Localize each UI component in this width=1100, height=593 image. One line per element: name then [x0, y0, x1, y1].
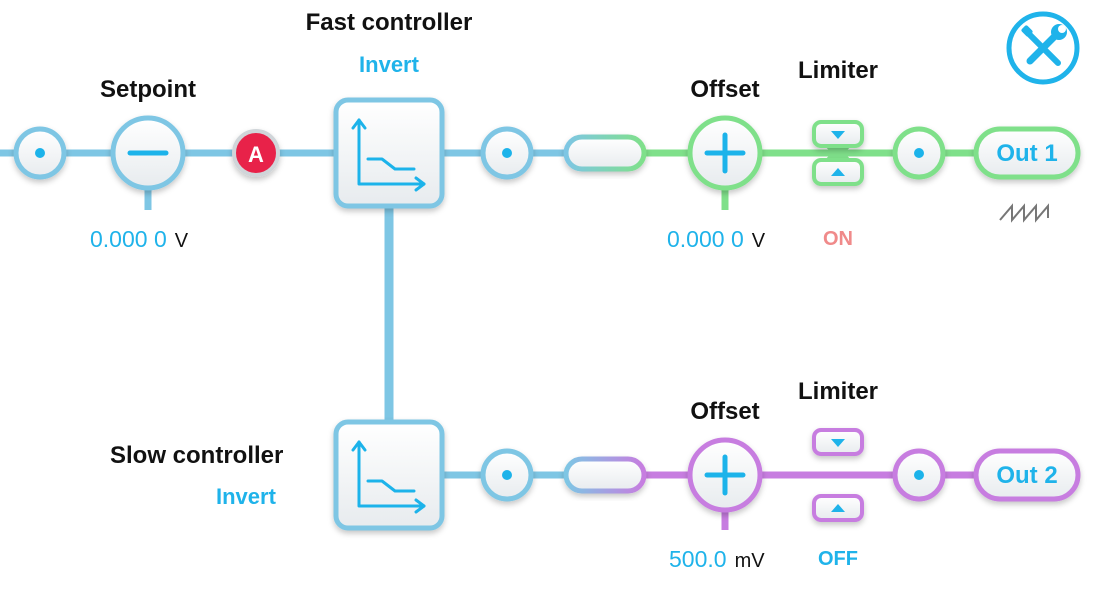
- setpoint-label: Setpoint: [100, 76, 196, 103]
- bottom-limiter-state[interactable]: OFF: [818, 548, 858, 570]
- bottom-offset-add-button[interactable]: [687, 437, 763, 513]
- setpoint-value-number: 0.000 0: [90, 226, 167, 252]
- top-offset-value[interactable]: 0.000 0 V: [667, 226, 766, 252]
- setpoint-subtract-button[interactable]: [110, 115, 186, 191]
- top-mixer-pill[interactable]: [563, 134, 647, 172]
- fast-controller-invert[interactable]: Invert: [359, 52, 419, 77]
- bottom-offset-label: Offset: [690, 398, 760, 425]
- tools-icon[interactable]: [1006, 11, 1080, 85]
- step-response-icon: [351, 118, 426, 192]
- bottom-offset-value[interactable]: 500.0 mV: [669, 546, 765, 572]
- marker-a-label: A: [248, 142, 264, 167]
- slow-controller-label: Slow controller: [110, 442, 284, 469]
- out2-label: Out 2: [996, 462, 1058, 489]
- top-offset-value-number: 0.000 0: [667, 226, 744, 252]
- top-limiter-toggle[interactable]: [812, 120, 864, 186]
- sawtooth-wave-icon: [999, 203, 1049, 223]
- limit-lower-arrow-icon: [831, 504, 845, 512]
- top-pre-output-node[interactable]: [892, 126, 946, 180]
- slow-controller-block[interactable]: [333, 419, 445, 531]
- plus-icon: [704, 132, 746, 174]
- bottom-mixer-pill[interactable]: [563, 456, 647, 494]
- top-limiter-state[interactable]: ON: [823, 228, 853, 250]
- top-limiter-label: Limiter: [797, 57, 879, 84]
- bottom-limiter-label: Limiter: [797, 378, 879, 405]
- step-response-icon: [351, 440, 426, 514]
- top-offset-add-button[interactable]: [687, 115, 763, 191]
- top-offset-value-unit: V: [751, 230, 766, 252]
- top-offset-label: Offset: [690, 76, 760, 103]
- plus-icon: [704, 454, 746, 496]
- fast-controller-label: Fast controller: [305, 9, 473, 36]
- bottom-offset-value-unit: mV: [734, 550, 765, 572]
- fast-controller-block[interactable]: [333, 97, 445, 209]
- limit-upper-arrow-icon: [831, 439, 845, 447]
- limit-lower-arrow-icon: [831, 168, 845, 176]
- marker-a-badge[interactable]: [232, 129, 280, 177]
- bottom-offset-value-number: 500.0: [669, 546, 727, 572]
- bottom-limiter-toggle[interactable]: [812, 428, 864, 522]
- out1-button[interactable]: [973, 126, 1081, 180]
- bottom-pre-output-node[interactable]: [892, 448, 946, 502]
- limit-upper-arrow-icon: [831, 131, 845, 139]
- out1-label: Out 1: [996, 140, 1058, 167]
- top-input-node[interactable]: [13, 126, 67, 180]
- slow-controller-invert[interactable]: Invert: [216, 484, 276, 509]
- setpoint-value[interactable]: 0.000 0 V: [90, 226, 189, 252]
- fast-output-node[interactable]: [480, 126, 534, 180]
- out2-button[interactable]: [973, 448, 1081, 502]
- slow-output-node[interactable]: [480, 448, 534, 502]
- setpoint-value-unit: V: [174, 230, 189, 252]
